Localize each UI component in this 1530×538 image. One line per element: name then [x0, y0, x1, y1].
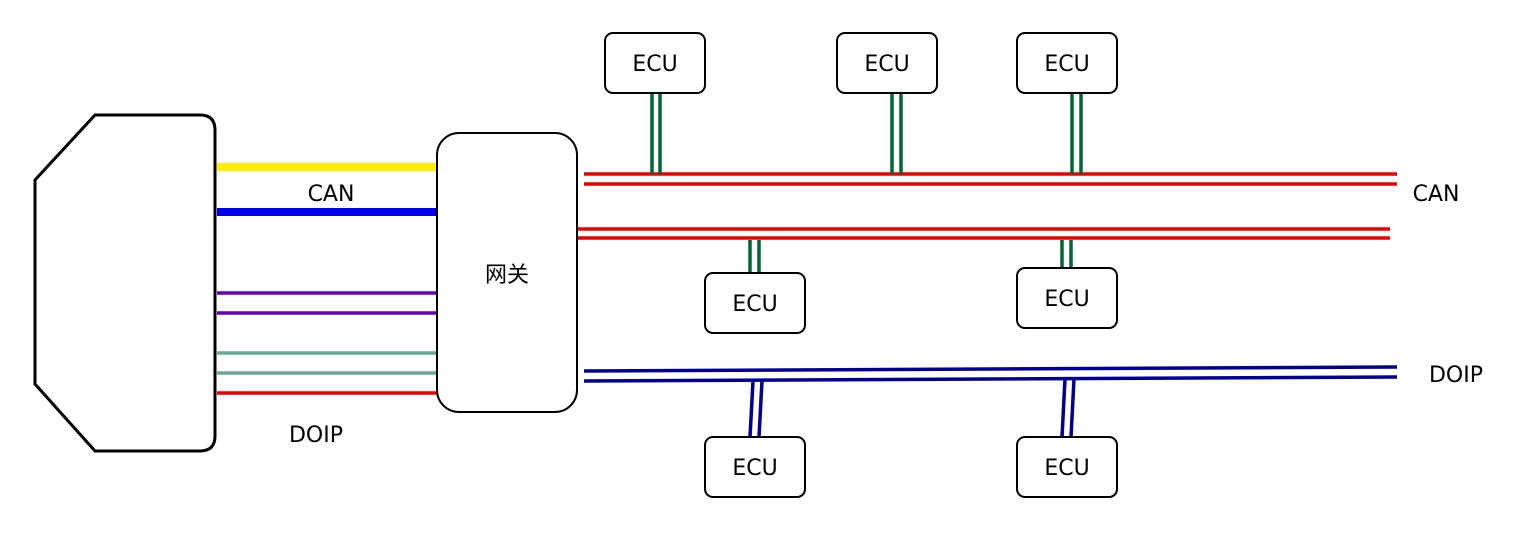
doip-bus [583, 365, 1398, 383]
ecu-top-3: ECU [1016, 32, 1118, 94]
ecu-label: ECU [1044, 456, 1089, 481]
gateway-label: 网关 [485, 263, 529, 288]
ecu-mid-1: ECU [704, 272, 806, 334]
ecu-label: ECU [864, 52, 909, 77]
ecu-label: ECU [732, 456, 777, 481]
mid-ecu-links [748, 240, 1073, 273]
ecu-top-2: ECU [836, 32, 938, 94]
can-bus-1 [584, 172, 1397, 186]
ecu-bottom-1: ECU [704, 436, 806, 498]
right-doip-label: DOIP [1429, 363, 1483, 388]
ecu-bottom-2: ECU [1016, 436, 1118, 498]
ecu-top-1: ECU [604, 32, 706, 94]
ecu-label: ECU [732, 292, 777, 317]
left-can-label: CAN [308, 182, 355, 207]
ecu-label: ECU [1044, 287, 1089, 312]
ecu-mid-2: ECU [1016, 267, 1118, 329]
bottom-ecu-links [748, 378, 1076, 438]
obd-connector-shape [33, 113, 217, 453]
left-doip-label: DOIP [289, 423, 343, 448]
top-ecu-links [650, 93, 1083, 174]
gateway-box [436, 132, 578, 413]
can-bus-2 [578, 227, 1390, 240]
ecu-label: ECU [1044, 52, 1089, 77]
ecu-label: ECU [632, 52, 677, 77]
left-wires [217, 163, 437, 395]
right-can-label: CAN [1413, 182, 1460, 207]
